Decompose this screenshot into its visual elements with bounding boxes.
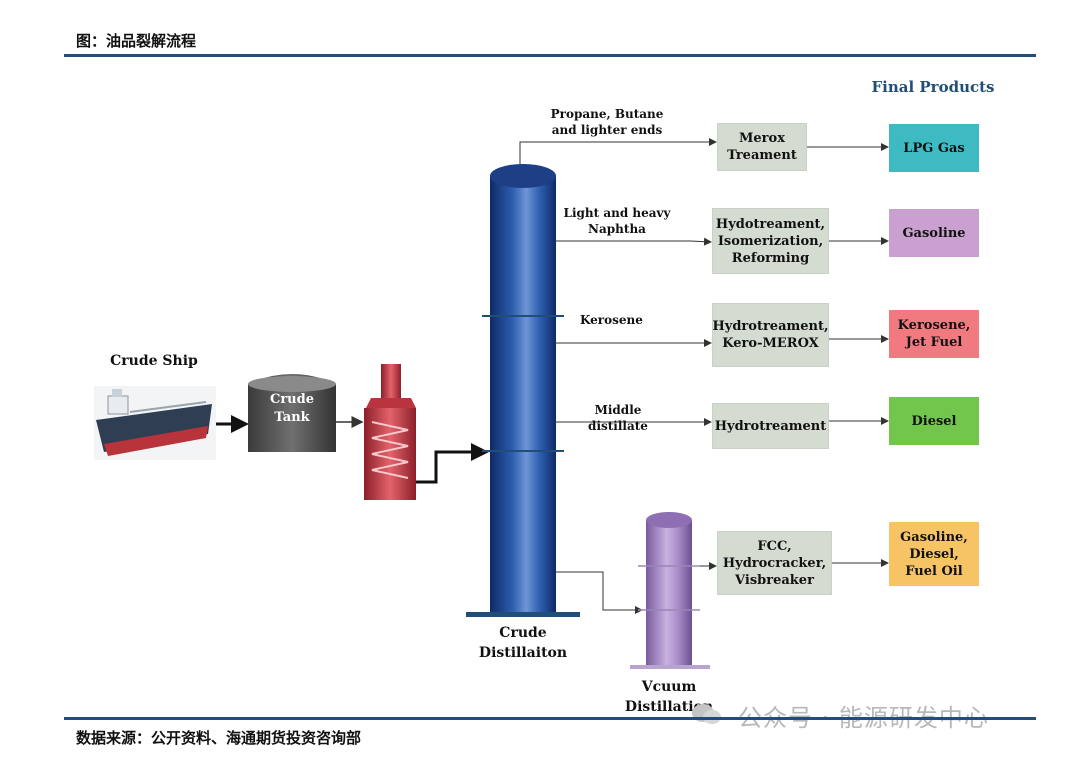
stream-kerosene: Kerosene	[564, 312, 670, 328]
process-kero-merox-line-2: Kero-MEROX	[722, 336, 819, 351]
process-merox-line-2: Treament	[727, 148, 797, 163]
vacuum-distillation-label: Vcuum Distillation	[614, 677, 724, 717]
vacuum-distillation-column	[630, 512, 710, 669]
process-fcc-line-1: FCC,	[757, 538, 792, 554]
lpg-stream-line	[519, 138, 717, 166]
stream-lpg: Propane, Butane and lighter ends	[547, 106, 667, 138]
crude-distillation-column	[466, 164, 580, 617]
vacuum-distillation-label-line-1: Vcuum	[641, 679, 697, 695]
heater-to-column-arrow	[416, 443, 489, 484]
stream-kerosene-line-1: Kerosene	[580, 313, 643, 327]
process-fcc: FCC,Hydrocracker,Visbreaker	[717, 531, 832, 595]
vacuum-distillation-label-line-2: Distillation	[624, 699, 714, 715]
product-lpg-gas: LPG Gas	[889, 124, 979, 172]
product-fuel-oil-line-1: Gasoline,	[900, 529, 968, 545]
heater-illustration	[364, 364, 416, 500]
stream-middle-distillate-line-1: Middle distillate	[588, 403, 648, 433]
crude-ship-illustration	[94, 386, 216, 460]
stream-naphtha-line-2: Naphtha	[588, 222, 646, 236]
product-kerosene-line-1: Kerosene,	[897, 318, 971, 333]
naphtha-stream-line	[556, 237, 712, 246]
product-fuel-oil-line-3: Fuel Oil	[905, 563, 963, 579]
process-hydrotreament: Hydrotreament	[712, 403, 829, 449]
crude-tank-illustration	[248, 374, 336, 452]
product-kerosene-jet-fuel: Kerosene, Jet Fuel	[889, 310, 979, 358]
crude-distillation-label: Crude Distillaiton	[472, 623, 574, 663]
watermark: 公众号 · 能源研发中心	[738, 704, 989, 732]
crude-distillation-label-line-1: Crude	[499, 625, 547, 641]
product-diesel: Diesel	[889, 397, 979, 445]
wechat-icon	[692, 704, 721, 724]
stream-naphtha-line-1: Light and heavy	[563, 206, 671, 220]
top-rule	[64, 54, 1036, 57]
product-fuel-oil: Gasoline,Diesel,Fuel Oil	[889, 522, 979, 586]
product-gasoline: Gasoline	[889, 209, 979, 257]
final-products-title: Final Products	[871, 78, 995, 96]
stream-lpg-line-2: and lighter ends	[551, 123, 663, 137]
figure-title: 图：油品裂解流程	[76, 32, 197, 50]
process-kero-merox: Hydrotreament, Kero-MEROX	[712, 303, 829, 367]
crude-tank-label: Crude Tank	[248, 391, 336, 427]
product-fuel-oil-line-2: Diesel,	[909, 546, 959, 562]
process-hydotreament-line-2: Isomerization,	[717, 233, 824, 249]
product-gasoline-line-1: Gasoline	[902, 225, 966, 241]
product-diesel-line-1: Diesel	[911, 413, 957, 429]
process-hydrotreament-line-1: Hydrotreament	[714, 418, 827, 434]
process-merox-line-1: Merox	[739, 131, 785, 146]
crude-ship-label: Crude Ship	[110, 353, 198, 369]
process-kero-merox-line-1: Hydrotreament,	[712, 319, 829, 334]
bottoms-to-vacuum-line	[556, 571, 643, 614]
process-hydotreament: Hydotreament,Isomerization,Reforming	[712, 208, 829, 274]
process-hydotreament-line-3: Reforming	[731, 250, 810, 266]
crude-tank-label-line-1: Crude	[269, 392, 314, 407]
process-hydotreament-line-1: Hydotreament,	[715, 216, 826, 232]
product-kerosene-line-2: Jet Fuel	[905, 335, 963, 350]
process-fcc-line-3: Visbreaker	[735, 572, 814, 588]
bottom-rule	[64, 717, 1036, 720]
crude-tank-label-line-2: Tank	[274, 410, 310, 425]
stream-lpg-line-1: Propane, Butane	[550, 107, 664, 121]
process-fcc-line-2: Hydrocracker,	[722, 555, 827, 571]
source-note: 数据来源：公开资料、海通期货投资咨询部	[76, 729, 362, 747]
stream-middle-distillate: Middle distillate	[566, 402, 670, 434]
stream-naphtha: Light and heavy Naphtha	[562, 205, 672, 237]
product-lpg-gas-line-1: LPG Gas	[903, 140, 965, 156]
crude-distillation-label-line-2: Distillaiton	[478, 645, 568, 661]
